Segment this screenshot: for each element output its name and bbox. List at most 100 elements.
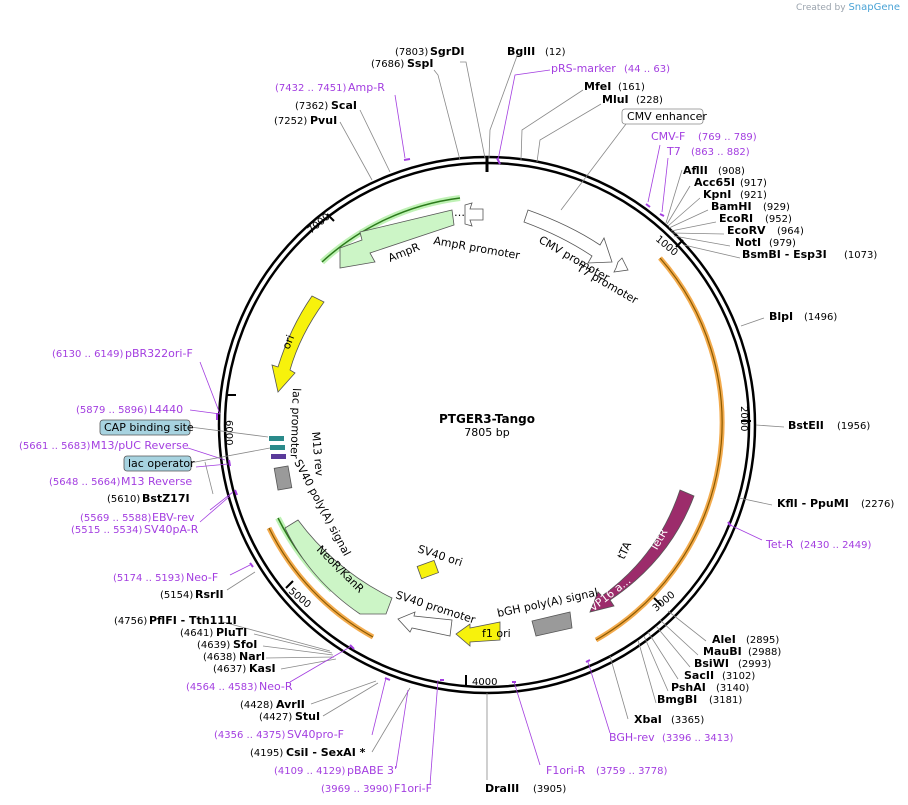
site-pshai: PshAI(3140) bbox=[671, 681, 749, 694]
site-stui: (4427)StuI bbox=[259, 710, 320, 723]
site-kfli: KflI - PpuMI(2276) bbox=[777, 497, 894, 510]
site-avrii: (4428)AvrII bbox=[240, 698, 305, 711]
site-pvui: (7252)PvuI bbox=[274, 114, 337, 127]
site-draiii: DraIII(3905) bbox=[485, 782, 566, 795]
site-acc65i: Acc65I(917) bbox=[694, 176, 767, 189]
orange-arc-right-core bbox=[595, 257, 723, 641]
site-blpi: BlpI(1496) bbox=[769, 310, 837, 323]
snapgene-logo: SnapGene bbox=[848, 2, 900, 13]
cmv-promoter-arrow bbox=[523, 209, 613, 264]
site-bglii: BglII(12) bbox=[507, 45, 566, 58]
tick-marks bbox=[226, 213, 751, 685]
orange-arc-left-core bbox=[268, 527, 374, 638]
tick-2000: 2000 bbox=[738, 406, 749, 431]
snapgene-credit: Created by SnapGene bbox=[796, 2, 900, 13]
site-scai: (7362)ScaI bbox=[295, 99, 357, 112]
cap-binding-label: CAP binding site bbox=[104, 421, 194, 434]
ori-label: ori bbox=[280, 333, 297, 351]
site-sgrdi: (7803)SgrDI bbox=[395, 45, 464, 58]
site-csii: (4195)CsiI - SexAI * bbox=[250, 746, 366, 759]
primer-tet-r: Tet-R(2430 .. 2449) bbox=[765, 538, 872, 551]
primer-leaders bbox=[187, 69, 763, 786]
credit-prefix: Created by bbox=[796, 3, 846, 13]
primer-ebv-rev: (5569 .. 5588)EBV-rev bbox=[80, 511, 195, 524]
site-sfoi: (4639)SfoI bbox=[197, 638, 257, 651]
ampr-promoter-label: AmpR promoter bbox=[432, 234, 521, 262]
sv40-ori-feature bbox=[416, 559, 440, 580]
primer-marks bbox=[216, 157, 732, 683]
f1-ori-label: f1 ori bbox=[482, 627, 511, 640]
tick-4000: 4000 bbox=[472, 677, 497, 688]
site-bsmbi: BsmBI - Esp3I(1073) bbox=[742, 248, 877, 261]
site-bstz17i: (5610)BstZ17I bbox=[107, 492, 190, 505]
site-mfei: MfeI(161) bbox=[584, 80, 645, 93]
plasmid-name: PTGER3-Tango bbox=[439, 412, 535, 426]
site-kpni: KpnI(921) bbox=[703, 188, 767, 201]
site-mlui: MluI(228) bbox=[602, 93, 663, 106]
site-pluti: (4641)PluTI bbox=[180, 626, 247, 639]
leaders-left bbox=[204, 61, 486, 753]
site-noti: NotI(979) bbox=[735, 236, 796, 249]
tick-1000: 1000 bbox=[653, 234, 680, 259]
site-aflii: AflII(908) bbox=[683, 164, 745, 177]
sv40-polya-feature bbox=[273, 465, 293, 491]
m13-rev-label: M13 rev bbox=[309, 431, 326, 477]
primer-pbabe3: (4109 .. 4129)pBABE 3' bbox=[274, 764, 397, 777]
site-bsteii: BstEII(1956) bbox=[788, 419, 870, 432]
neo-feature bbox=[284, 519, 393, 615]
cap-site-mark bbox=[269, 436, 284, 441]
plasmid-size: 7805 bp bbox=[464, 426, 509, 439]
primer-m13-reverse: (5648 .. 5664)M13 Reverse bbox=[49, 475, 192, 488]
sites-right: BglII(12) MfeI(161) MluI(228) AflII(908)… bbox=[485, 45, 894, 795]
primer-t7: T7(863 .. 882) bbox=[666, 145, 750, 158]
primer-l4440: (5879 .. 5896)L4440 bbox=[76, 403, 183, 416]
site-pflfi: (4756)PflFI - Tth111I bbox=[114, 614, 237, 627]
lac-promoter-label: lac promoter bbox=[288, 388, 303, 459]
m13-rev-mark bbox=[271, 454, 286, 459]
primer-bgh-rev: BGH-rev(3396 .. 3413) bbox=[609, 731, 734, 744]
t7-promoter-label: T7 promoter bbox=[574, 261, 641, 307]
sites-left: (7803)SgrDI (7686)SspI (7362)ScaI (7252)… bbox=[107, 45, 464, 759]
primer-f1ori-r: F1ori-R(3759 .. 3778) bbox=[546, 764, 668, 777]
ampr-dots-label: … bbox=[454, 206, 465, 219]
primer-sv40pro-f: (4356 .. 4375)SV40pro-F bbox=[214, 728, 344, 741]
box-lac-operator: lac operator bbox=[123, 447, 271, 472]
site-rsrii: (5154)RsrII bbox=[160, 588, 224, 601]
box-cmv-enhancer: CMV enhancer bbox=[621, 108, 707, 125]
bgh-polya-feature bbox=[531, 611, 573, 637]
ori-feature bbox=[271, 295, 325, 393]
lac-promoter-mark bbox=[270, 445, 285, 450]
site-alei: AleI(2895) bbox=[712, 633, 779, 646]
sv40-promoter-arrow bbox=[397, 611, 453, 637]
primer-prs-marker: pRS-marker(44 .. 63) bbox=[551, 62, 670, 75]
primer-neo-f: (5174 .. 5193)Neo-F bbox=[113, 571, 218, 584]
primer-sv40pa-r: (5515 .. 5534)SV40pA-R bbox=[71, 523, 199, 536]
site-kasi: (4637)KasI bbox=[213, 662, 276, 675]
primer-cmv-f: CMV-F(769 .. 789) bbox=[651, 130, 757, 143]
leaders-right bbox=[486, 55, 785, 780]
primer-m13-puc-reverse: (5661 .. 5683)M13/pUC Reverse bbox=[19, 439, 189, 452]
cmv-enhancer-label: CMV enhancer bbox=[627, 110, 707, 123]
primer-f1ori-f: (3969 .. 3990)F1ori-F bbox=[321, 782, 432, 795]
site-ecori: EcoRI(952) bbox=[719, 212, 792, 225]
tta-feature bbox=[589, 489, 695, 613]
lac-operator-label: lac operator bbox=[128, 457, 195, 470]
primer-pbr322ori-f: (6130 .. 6149)pBR322ori-F bbox=[52, 347, 193, 360]
ampr-feature bbox=[339, 209, 455, 269]
t7-promoter-arrow bbox=[613, 257, 629, 273]
tick-6000: 6000 bbox=[223, 420, 234, 445]
tta-label: tTA bbox=[615, 539, 634, 561]
f1-ori-feature bbox=[455, 621, 501, 647]
ampr-promoter-arrow bbox=[464, 202, 484, 227]
primer-amp-r: (7432 .. 7451)Amp-R bbox=[275, 81, 385, 94]
box-cap-binding: CAP binding site bbox=[99, 419, 269, 438]
primers: pRS-marker(44 .. 63) (7432 .. 7451)Amp-R… bbox=[19, 62, 872, 795]
site-sspi: (7686)SspI bbox=[371, 57, 433, 70]
site-maubi: MauBI(2988) bbox=[703, 645, 781, 658]
site-sacii: SacII(3102) bbox=[684, 669, 755, 682]
bgh-label: bGH poly(A) signal bbox=[496, 586, 599, 620]
site-bmgbi: BmgBI(3181) bbox=[657, 693, 742, 706]
site-nari: (4638)NarI bbox=[203, 650, 265, 663]
site-bamhi: BamHI(929) bbox=[711, 200, 790, 213]
